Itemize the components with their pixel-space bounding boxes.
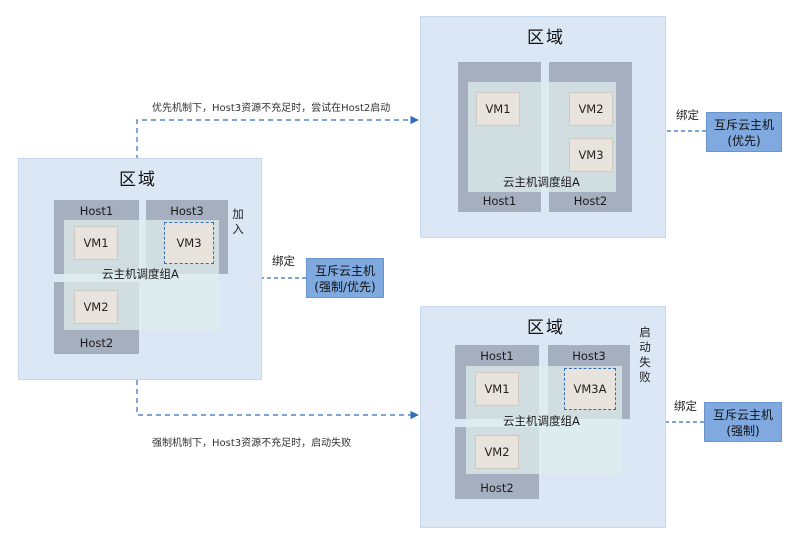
join-label: 加入: [232, 207, 244, 236]
bottom-caption: 强制机制下，Host3资源不充足时，启动失败: [152, 438, 352, 449]
fail-label: 启动失败: [639, 325, 651, 384]
top-anti-line1: 互斥云主机: [713, 118, 774, 132]
bottom-host1-label: Host1: [480, 349, 514, 363]
bottom-anti-vm-box: 互斥云主机 (强制): [704, 402, 782, 442]
top-caption: 优先机制下，Host3资源不充足时，尝试在Host2启动: [152, 103, 391, 114]
arrow-to-bottom-region: [136, 380, 419, 420]
bottom-vm2: VM2: [475, 435, 519, 469]
arrow-to-top-region: [136, 115, 419, 160]
bottom-region-title: 区域: [527, 318, 565, 338]
left-vm2: VM2: [74, 290, 118, 324]
bottom-anti-line2: (强制): [726, 424, 760, 438]
bottom-host2-label: Host2: [480, 481, 514, 495]
top-vm1: VM1: [476, 92, 520, 126]
left-anti-line1: 互斥云主机: [314, 264, 375, 278]
bottom-bind-label: 绑定: [674, 399, 697, 413]
top-vm3: VM3: [569, 138, 613, 172]
left-host2-label: Host2: [79, 336, 114, 350]
left-host3-label: Host3: [170, 204, 204, 218]
top-region-title: 区域: [527, 28, 565, 48]
left-vm1: VM1: [74, 226, 118, 260]
top-bind-label: 绑定: [676, 108, 699, 122]
bottom-host3-label: Host3: [572, 349, 606, 363]
left-group-label: 云主机调度组A: [102, 267, 179, 281]
bottom-vm1: VM1: [475, 372, 519, 406]
bottom-vm3a: VM3A: [564, 368, 616, 410]
top-host1-label: Host1: [482, 194, 517, 208]
top-anti-vm-box: 互斥云主机 (优先): [706, 112, 782, 152]
left-anti-line2: (强制/优先): [314, 280, 376, 294]
top-host2-label: Host2: [573, 194, 608, 208]
left-anti-vm-box: 互斥云主机 (强制/优先): [306, 258, 384, 298]
left-bind-label: 绑定: [272, 254, 295, 268]
bottom-anti-line1: 互斥云主机: [712, 408, 773, 422]
top-group-label: 云主机调度组A: [503, 175, 580, 189]
left-region-title: 区域: [119, 170, 157, 190]
left-vm3: VM3: [164, 222, 214, 264]
top-vm2: VM2: [569, 92, 613, 126]
left-host1-label: Host1: [79, 204, 114, 218]
bottom-group-label: 云主机调度组A: [503, 414, 580, 428]
top-anti-line2: (优先): [727, 134, 761, 148]
